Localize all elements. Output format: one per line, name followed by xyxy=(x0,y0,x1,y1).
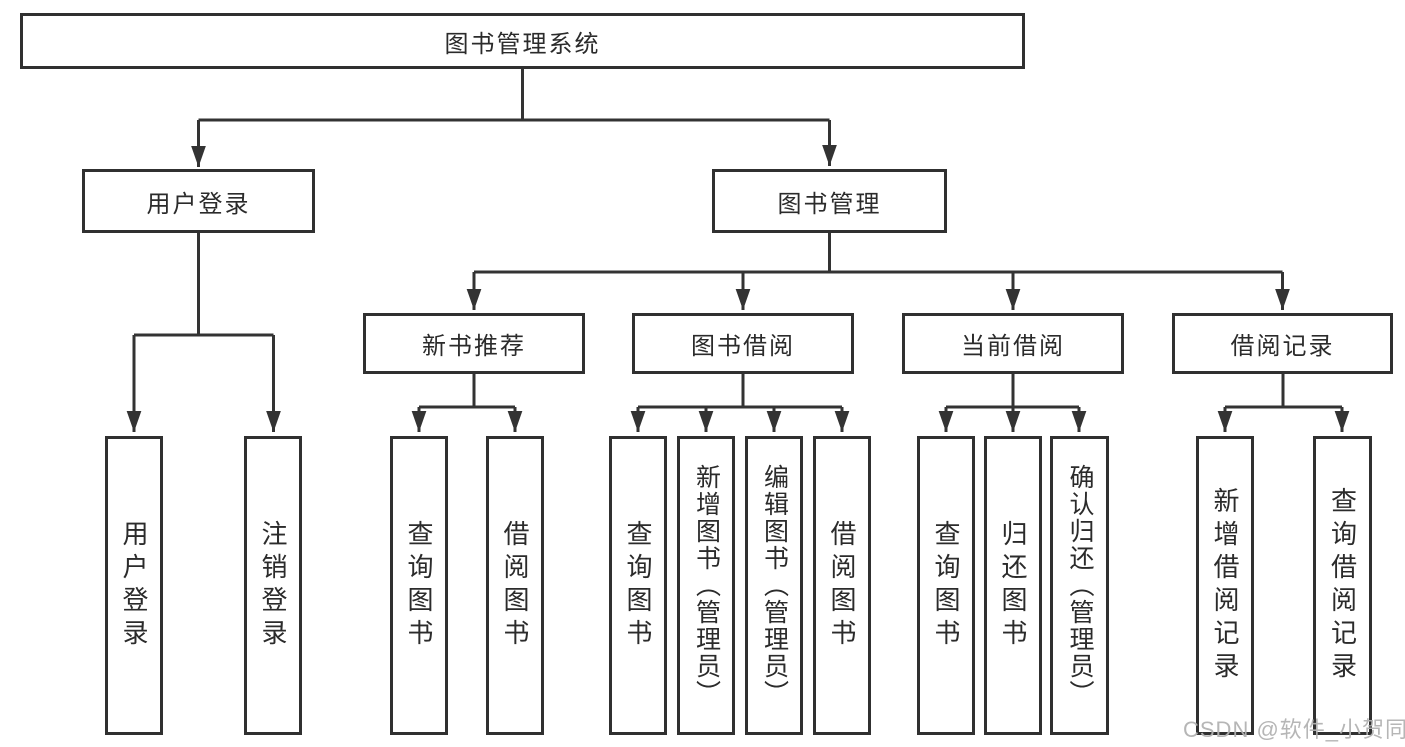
box-new-book-recommend: 新书推荐 xyxy=(363,313,585,374)
box-current-borrowing: 当前借阅 xyxy=(902,313,1124,374)
col-bb-borrow-book: 借阅图书 xyxy=(813,436,871,735)
col-bb-query-book: 查询图书 xyxy=(609,436,667,735)
connector-borrowing-records-children xyxy=(1217,374,1350,432)
connector-root-to-level2 xyxy=(191,69,837,167)
col-br-query-record-label: 查询借阅记录 xyxy=(1327,486,1358,685)
col-cb-query-book: 查询图书 xyxy=(917,436,975,735)
col-nbr-query-book: 查询图书 xyxy=(390,436,448,735)
connector-user-login-children xyxy=(126,233,281,432)
box-new-book-recommend-label: 新书推荐 xyxy=(422,333,526,360)
col-cb-return-book: 归还图书 xyxy=(984,436,1042,735)
col-logout-leaf-label: 注销登录 xyxy=(258,519,288,652)
box-borrowing-records: 借阅记录 xyxy=(1172,313,1393,374)
col-bb-query-book-label: 查询图书 xyxy=(623,519,653,652)
col-logout-leaf: 注销登录 xyxy=(244,436,302,735)
box-current-borrowing-label: 当前借阅 xyxy=(961,333,1065,360)
col-bb-borrow-book-label: 借阅图书 xyxy=(827,519,857,652)
col-cb-return-book-label: 归还图书 xyxy=(998,519,1028,652)
connector-book-management-children xyxy=(466,233,1290,310)
box-book-management: 图书管理 xyxy=(712,169,947,233)
connector-new-book-recommend-children xyxy=(411,374,523,432)
connector-book-borrowing-children xyxy=(630,374,850,432)
box-library-system-label: 图书管理系统 xyxy=(444,30,601,58)
csdn-watermark: CSDN @软件_小贺同学 xyxy=(1183,717,1405,742)
col-br-add-record-label: 新增借阅记录 xyxy=(1210,486,1240,685)
col-user-login-leaf-label: 用户登录 xyxy=(119,519,149,652)
col-cb-confirm-return-admin: 确认归还（管理员） xyxy=(1050,436,1109,735)
box-book-management-label: 图书管理 xyxy=(777,190,882,218)
box-book-borrowing-label: 图书借阅 xyxy=(691,333,795,360)
col-br-query-record: 查询借阅记录 xyxy=(1313,436,1372,735)
col-br-add-record: 新增借阅记录 xyxy=(1196,436,1254,735)
col-nbr-borrow-book: 借阅图书 xyxy=(486,436,544,735)
col-user-login-leaf: 用户登录 xyxy=(105,436,163,735)
col-cb-query-book-label: 查询图书 xyxy=(931,519,961,652)
box-user-login: 用户登录 xyxy=(82,169,315,233)
col-nbr-query-book-label: 查询图书 xyxy=(404,519,434,652)
connector-current-borrowing-children xyxy=(938,374,1087,432)
col-bb-edit-book-admin-label: 编辑图书（管理员） xyxy=(760,464,789,707)
box-book-borrowing: 图书借阅 xyxy=(632,313,854,374)
box-user-login-label: 用户登录 xyxy=(146,190,251,218)
col-bb-add-book-admin: 新增图书（管理员） xyxy=(677,436,735,735)
col-bb-add-book-admin-label: 新增图书（管理员） xyxy=(692,464,721,707)
col-bb-edit-book-admin: 编辑图书（管理员） xyxy=(745,436,803,735)
box-library-system: 图书管理系统 xyxy=(20,13,1025,69)
box-borrowing-records-label: 借阅记录 xyxy=(1230,333,1335,360)
col-nbr-borrow-book-label: 借阅图书 xyxy=(500,519,530,652)
col-cb-confirm-return-admin-label: 确认归还（管理员） xyxy=(1066,464,1094,707)
